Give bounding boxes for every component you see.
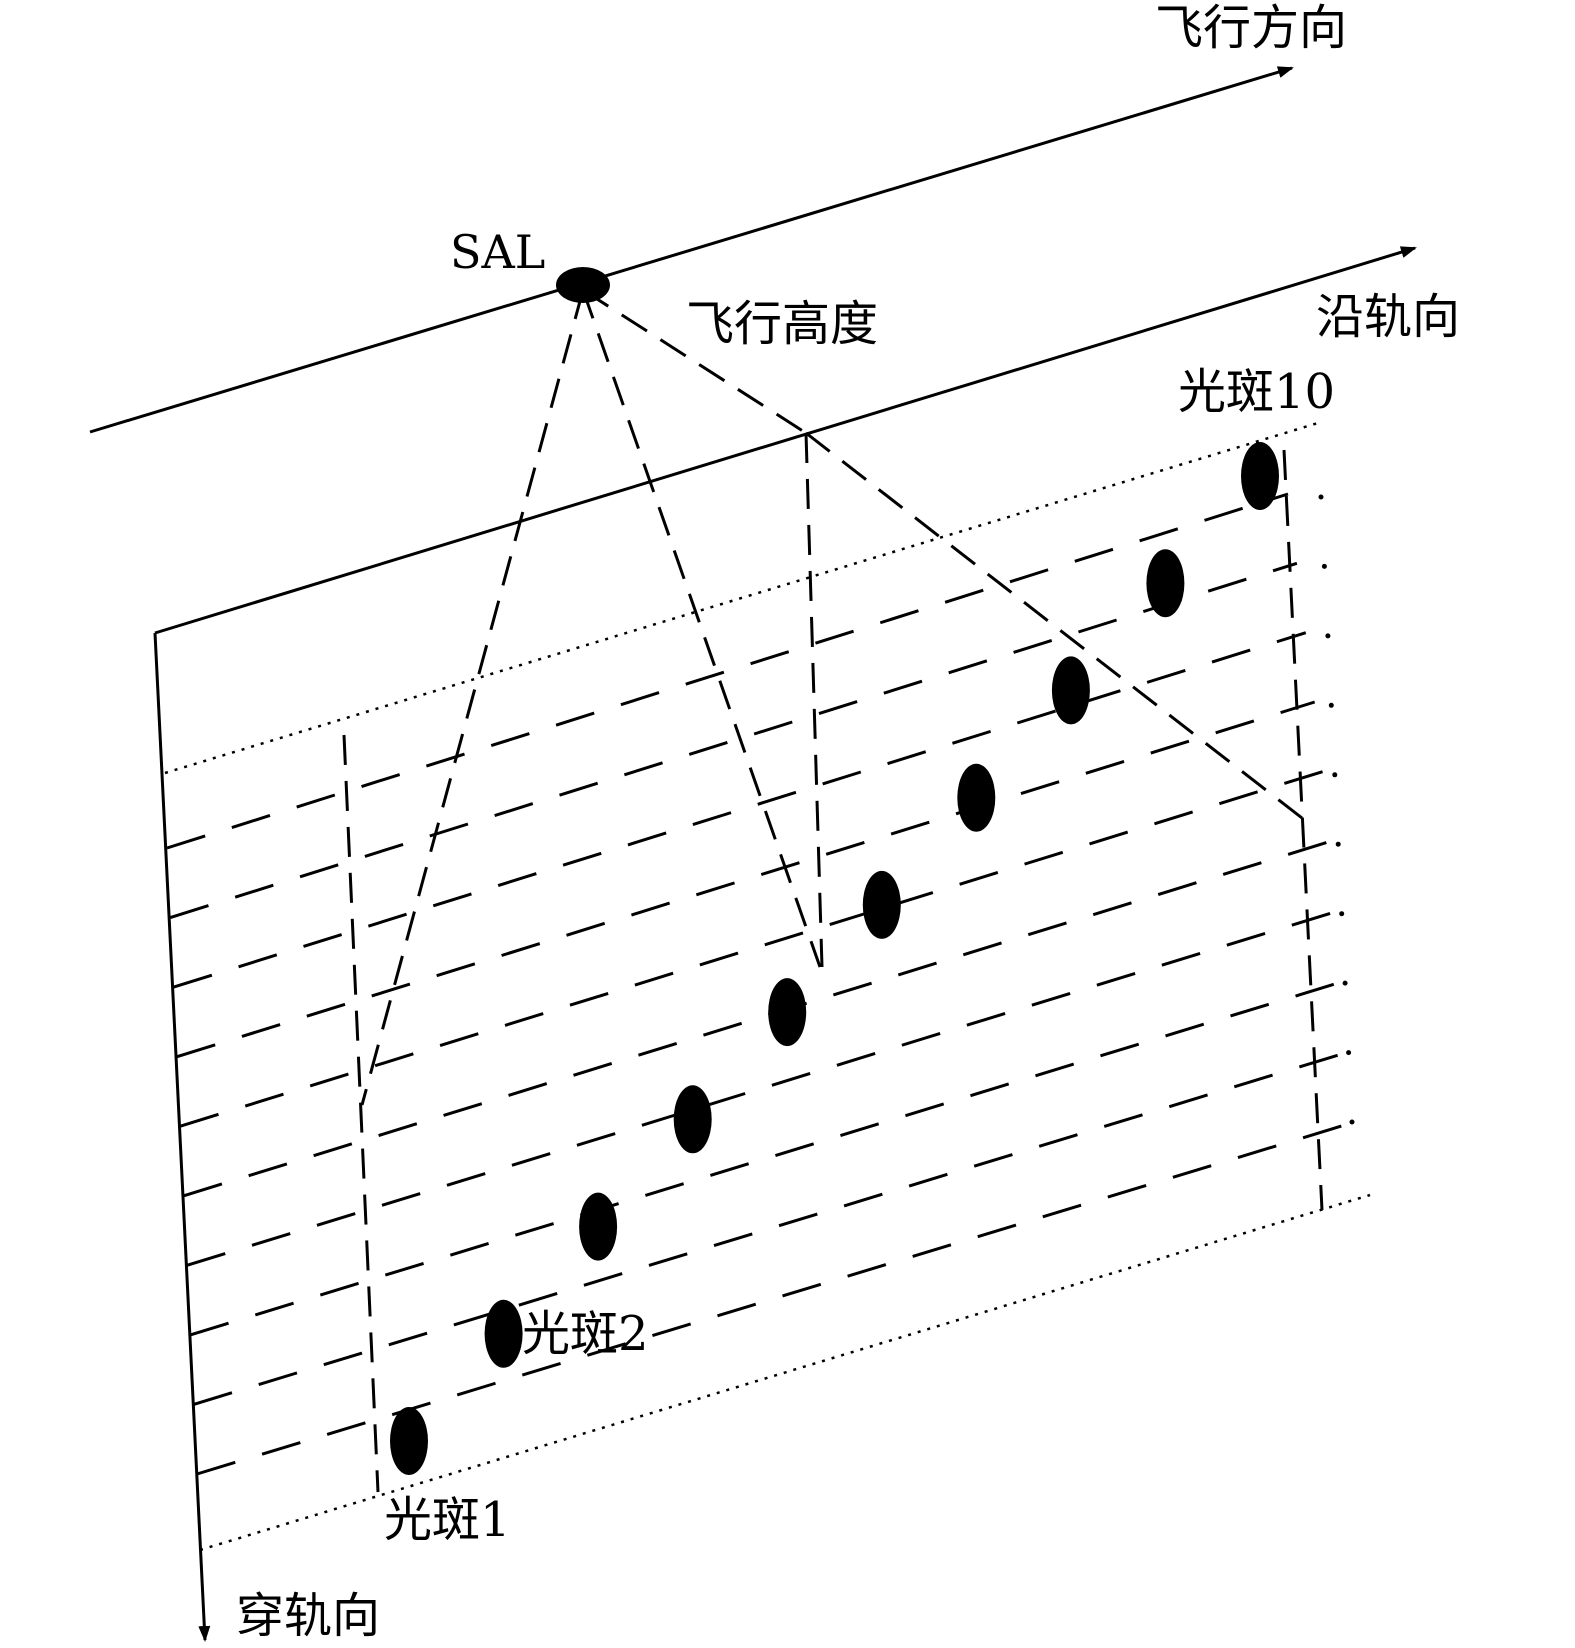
sal-label: SAL xyxy=(450,225,545,279)
scan-line xyxy=(186,908,1342,1267)
scan-line xyxy=(176,700,1316,1059)
cross-track-label: 穿轨向 xyxy=(236,1588,380,1644)
scan-line xyxy=(173,631,1307,989)
dotted-boundary-lines xyxy=(164,421,1371,1552)
side-dot xyxy=(1325,633,1331,639)
vertical-guide-lines xyxy=(342,432,1324,1493)
spot-9 xyxy=(1146,549,1185,618)
side-dot xyxy=(1346,1050,1352,1056)
side-dot xyxy=(1335,841,1341,847)
along-track-arrow xyxy=(154,246,1417,635)
spot-7 xyxy=(957,763,996,832)
side-dot xyxy=(1332,772,1338,778)
spot-10-label: 光斑10 xyxy=(1178,364,1335,420)
spot-2 xyxy=(484,1299,523,1368)
cross-track-arrow xyxy=(153,632,211,1642)
spot-4 xyxy=(673,1085,712,1154)
laser-spots xyxy=(390,442,1279,1475)
scan-line xyxy=(193,1047,1360,1406)
projection-lines xyxy=(360,288,1303,1106)
dashed-scan-lines xyxy=(166,492,1369,1476)
side-dot xyxy=(1328,702,1334,708)
side-dot xyxy=(1321,563,1327,569)
side-dots xyxy=(1318,494,1355,1125)
scan-line xyxy=(169,561,1298,920)
side-dot xyxy=(1349,1119,1355,1125)
spot-3 xyxy=(579,1192,618,1261)
flight-direction-label: 飞行方向 xyxy=(1155,0,1347,56)
scan-line xyxy=(166,492,1289,850)
flight-altitude-label: 飞行高度 xyxy=(686,296,878,352)
spot-8 xyxy=(1051,656,1090,725)
scan-line xyxy=(196,1116,1369,1476)
spot-1 xyxy=(390,1407,428,1475)
spot-6 xyxy=(862,870,901,939)
side-dot xyxy=(1342,980,1348,986)
side-dot xyxy=(1318,494,1324,500)
spot-1-label: 光斑1 xyxy=(384,1492,511,1548)
sal-platform xyxy=(556,267,610,303)
scan-line xyxy=(179,769,1325,1128)
spot-5 xyxy=(768,978,807,1047)
along-track-label: 沿轨向 xyxy=(1316,289,1460,345)
side-dot xyxy=(1339,911,1345,917)
spot-2-label: 光斑2 xyxy=(522,1306,649,1362)
flight-direction-arrow xyxy=(89,66,1294,434)
spot-10 xyxy=(1241,442,1279,510)
